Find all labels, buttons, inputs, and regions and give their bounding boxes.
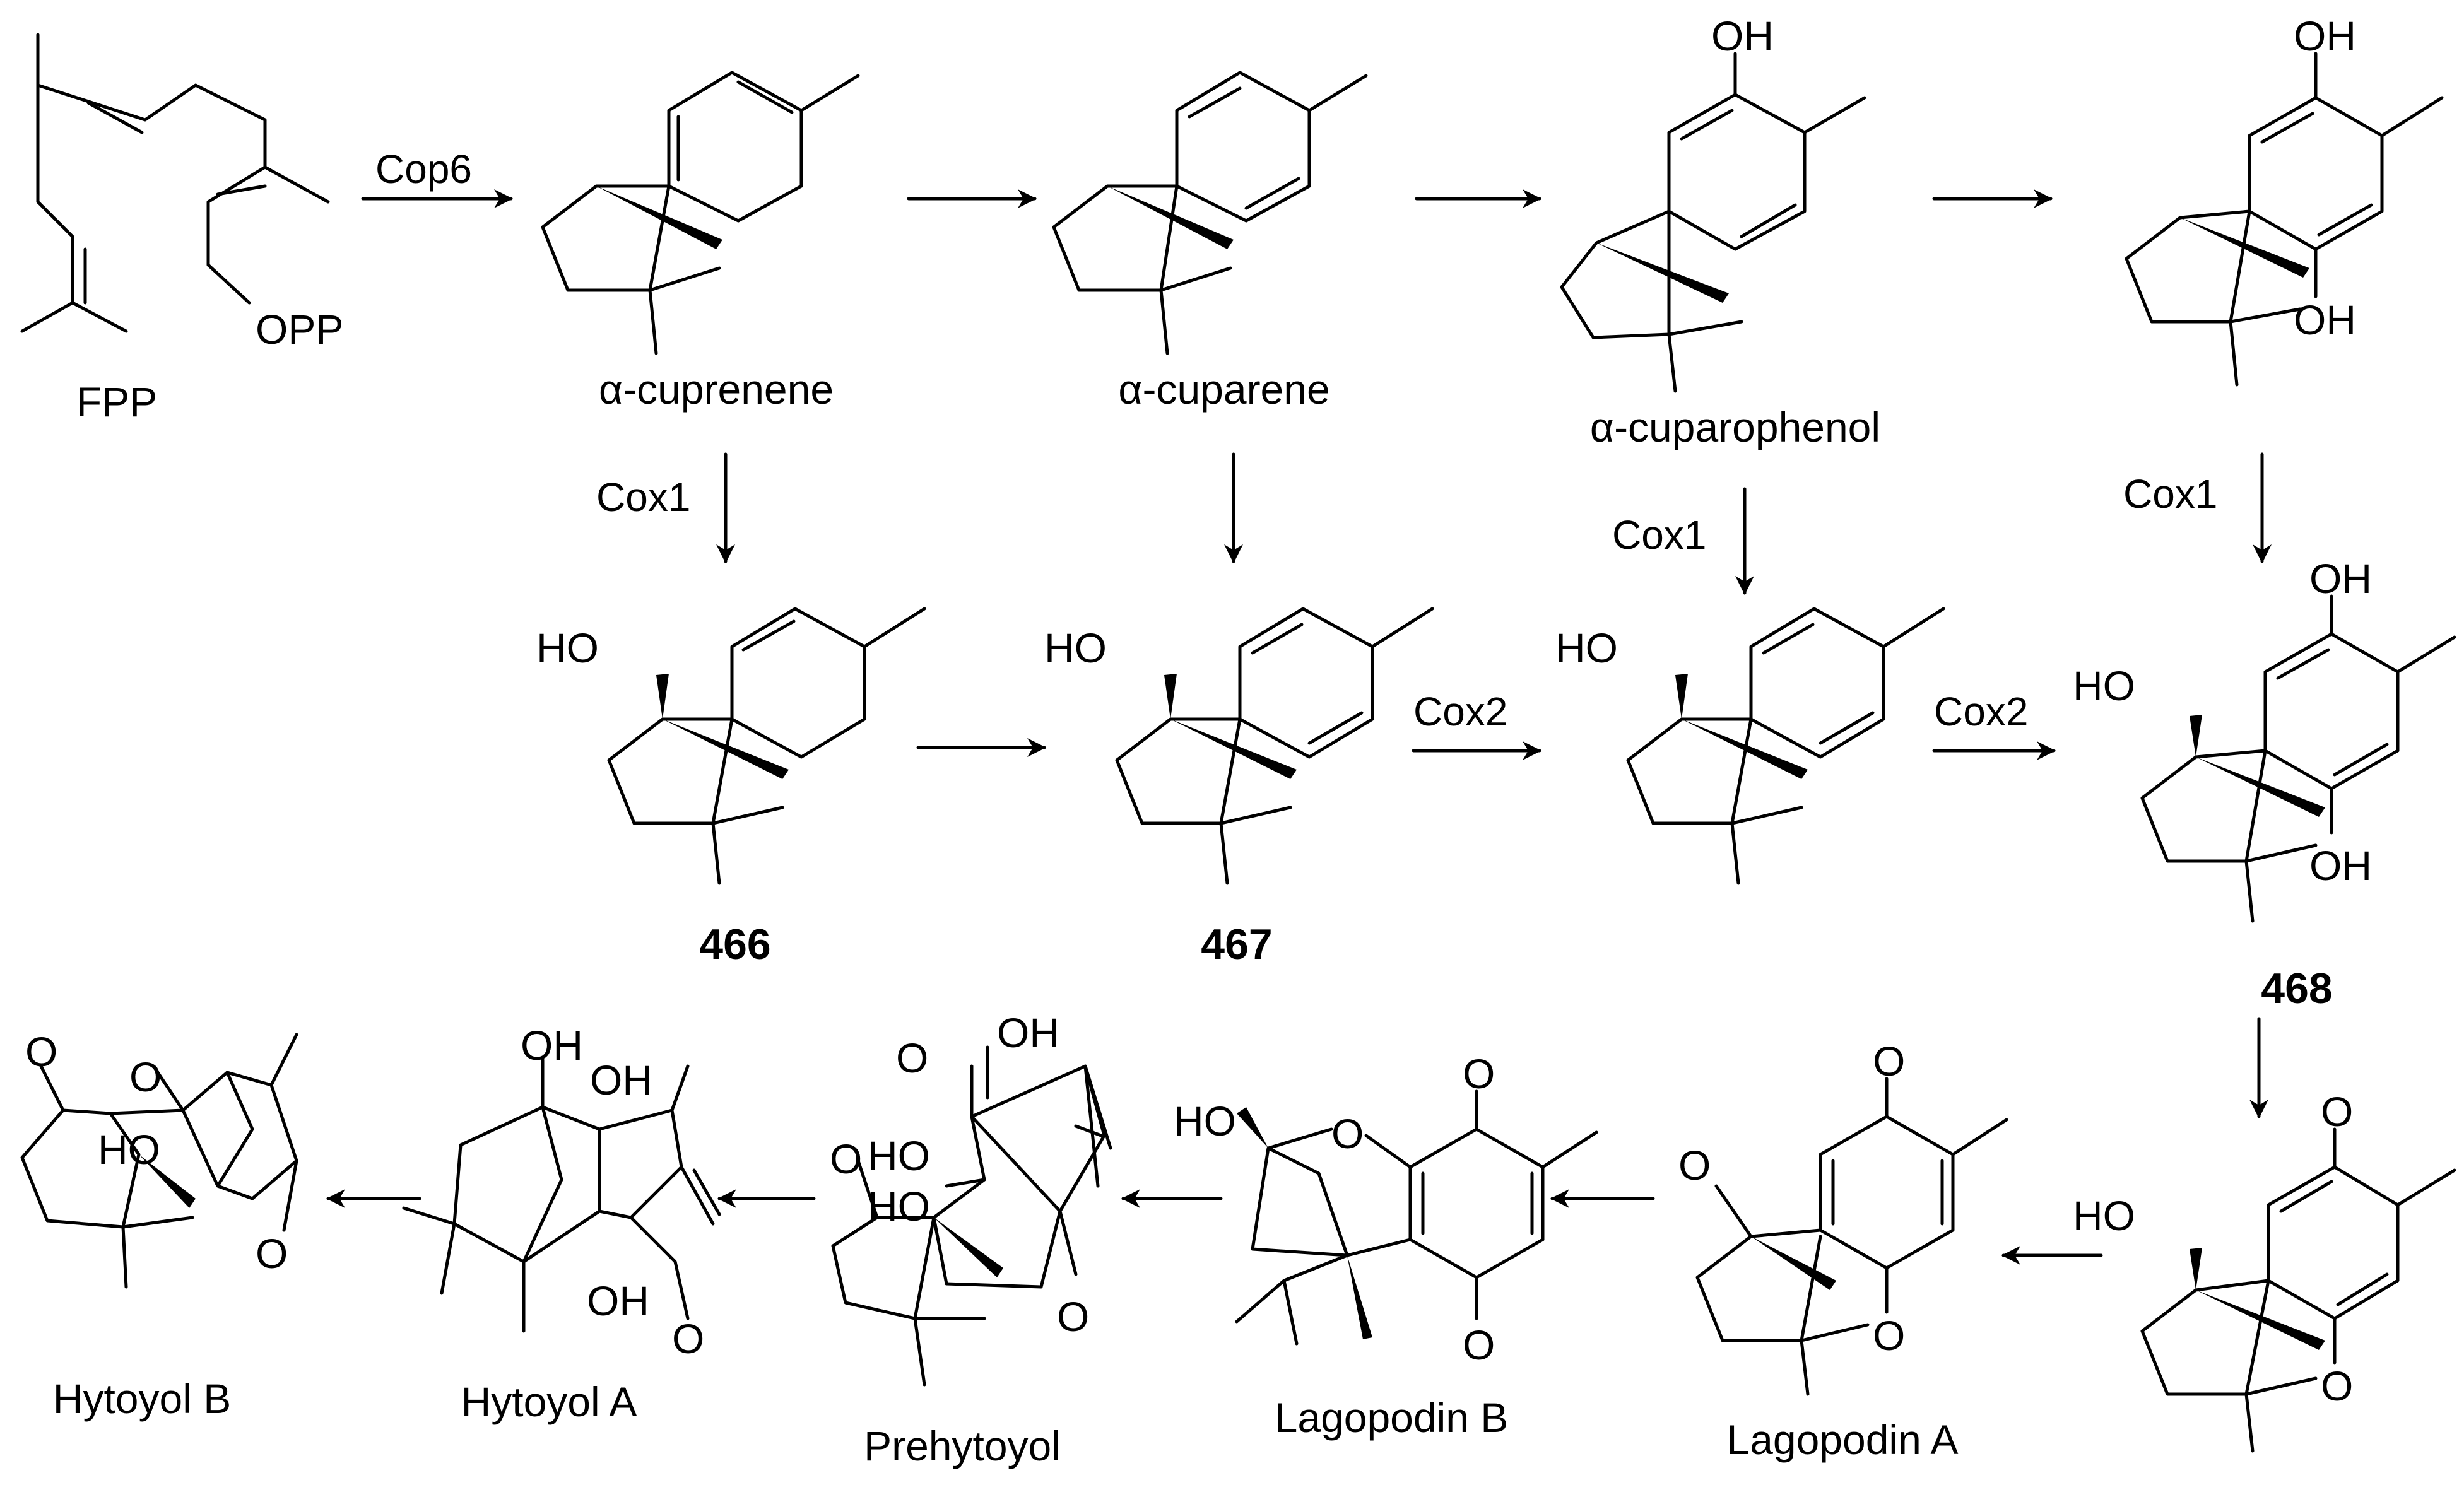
ho-label: HO [868, 1132, 930, 1179]
hydroquinone-structure: OH OH [2125, 13, 2444, 387]
compound-number-466: 466 [699, 920, 770, 968]
compound-number-468: 468 [2261, 965, 2332, 1012]
compound-468-structure: OH OH HO 468 [2073, 555, 2456, 1012]
o-label: O [1463, 1322, 1495, 1368]
cuparene-structure: α-cuparene [1052, 71, 1368, 413]
ho-label: HO [1174, 1098, 1236, 1144]
lagopodin-a-structure: O O O Lagopodin A [1678, 1038, 2008, 1463]
enzyme-label-cox1: Cox1 [596, 474, 690, 520]
fpp-structure: OPP FPP [20, 33, 343, 425]
compound-name-fpp: FPP [76, 379, 157, 425]
ho-label: HO [1044, 625, 1107, 671]
reaction-arrow-cox1-a: Cox1 [596, 452, 735, 563]
quinone-structure: O O HO [2073, 1088, 2456, 1453]
compound-name-prehytoyol: Prehytoyol [864, 1423, 1061, 1469]
o-label: O [896, 1035, 928, 1081]
ho-label: HO [1555, 625, 1618, 671]
lagopodin-b-structure: O O O HO Lagopodin B [1174, 1050, 1598, 1441]
o-label: O [1873, 1038, 1905, 1084]
enzyme-label-cox1: Cox1 [1612, 512, 1706, 558]
ho-label: HO [2073, 662, 2135, 709]
o-label: O [129, 1054, 162, 1100]
reaction-arrow-cox1-c: Cox1 [2123, 452, 2272, 563]
o-label: O [672, 1315, 704, 1362]
enzyme-label-cox2: Cox2 [1413, 689, 1507, 734]
cuprenene-structure: α-cuprenene [541, 71, 860, 413]
o-label: O [2321, 1088, 2353, 1135]
oh-label: OH [1711, 13, 1774, 59]
compound-name-lagopodin-a: Lagopodin A [1726, 1416, 1958, 1463]
compound-467-structure: HO 467 [1044, 607, 1434, 968]
compound-466-structure: HO 466 [536, 607, 926, 968]
compound-name-cuprenene: α-cuprenene [599, 366, 834, 413]
hytoyol-a-structure: OH OH OH O Hytoyol A [402, 1022, 721, 1425]
enzyme-label-cop6: Cop6 [375, 146, 472, 192]
ho-label: HO [536, 625, 599, 671]
reaction-arrow-cop6: Cop6 [361, 146, 513, 208]
oh-label: OH [521, 1022, 583, 1069]
reaction-arrow-cox2-b: Cox2 [1932, 689, 2056, 760]
ho-label: HO [868, 1183, 930, 1230]
o-label: O [256, 1230, 288, 1277]
compound-name-cuparene: α-cuparene [1118, 366, 1329, 413]
compound-name-lagopodin-b: Lagopodin B [1275, 1394, 1509, 1441]
o-label: O [2321, 1363, 2353, 1409]
enzyme-label-cox2: Cox2 [1934, 689, 2028, 734]
o-label: O [1678, 1142, 1711, 1189]
o-label: O [25, 1028, 57, 1075]
o-label: O [1057, 1293, 1089, 1340]
oh-label: OH [2309, 842, 2372, 889]
oh-label: OH [587, 1277, 649, 1324]
opp-label: OPP [256, 306, 343, 353]
compound-number-467: 467 [1201, 920, 1272, 968]
oh-label: OH [997, 1009, 1059, 1056]
cuparophenol-structure: OH α-cuparophenol [1560, 13, 1880, 450]
reaction-arrow-cox2-a: Cox2 [1412, 689, 1541, 760]
enzyme-label-cox1: Cox1 [2123, 471, 2217, 517]
o-label: O [1331, 1110, 1364, 1157]
o-label: O [1873, 1312, 1905, 1359]
prehytoyol-structure: O OH O HO HO O Prehytoyol [830, 1009, 1112, 1469]
compound-name-cuparophenol: α-cuparophenol [1590, 404, 1880, 450]
reaction-arrow-cox1-b: Cox1 [1612, 487, 1754, 595]
oh-label: OH [590, 1057, 652, 1103]
compound-name-hytoyol-a: Hytoyol A [461, 1378, 637, 1425]
hytoyol-b-structure: O O HO O Hytoyol B [20, 1028, 298, 1422]
oh-label: OH [2294, 13, 2356, 59]
ho-label: HO [98, 1126, 160, 1173]
ho-label: HO [2073, 1192, 2135, 1239]
oh-label: OH [2294, 296, 2356, 343]
hydroxy-cuparene-structure: HO [1555, 607, 1945, 885]
o-label: O [1463, 1050, 1495, 1097]
o-label: O [830, 1136, 862, 1182]
compound-name-hytoyol-b: Hytoyol B [53, 1375, 231, 1422]
oh-label: OH [2309, 555, 2372, 602]
